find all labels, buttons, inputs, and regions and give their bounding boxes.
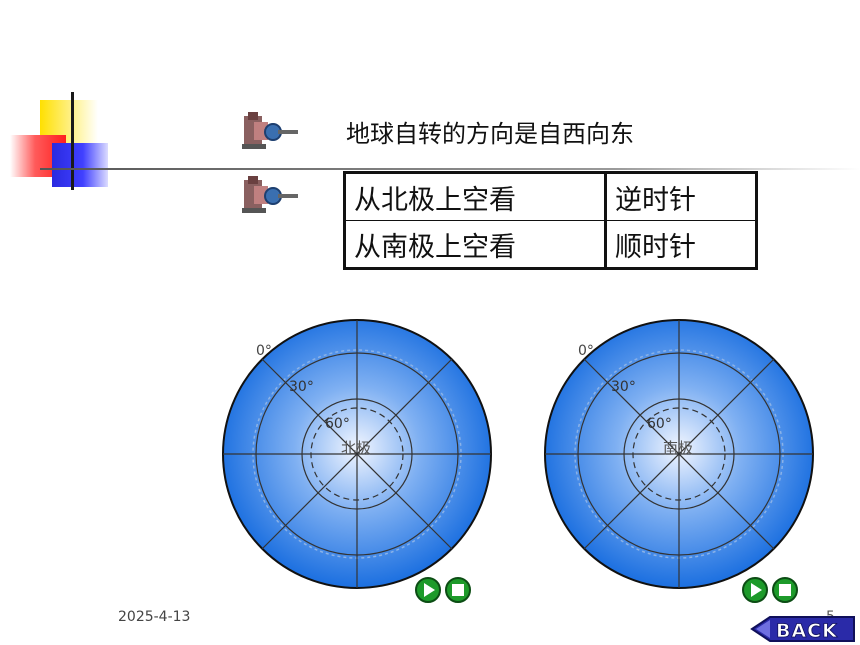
pole-label: 南极 (663, 439, 693, 457)
rotation-direction-table: 从北极上空看 逆时针 从南极上空看 顺时针 (343, 171, 758, 270)
back-button[interactable]: BACK (750, 614, 858, 644)
decor-blue-square (52, 143, 108, 187)
stop-icon[interactable] (772, 577, 798, 603)
bullet-gear-icon (242, 176, 298, 213)
table-row: 从北极上空看 逆时针 (344, 172, 757, 221)
north-pole-globe: 0° 30° 60° 北极 (222, 319, 492, 589)
direction-cell: 顺时针 (604, 220, 757, 269)
play-icon[interactable] (742, 577, 768, 603)
lat-label-0: 0° (578, 343, 594, 359)
view-cell: 从南极上空看 (344, 220, 606, 269)
lat-label-0: 0° (256, 343, 272, 359)
view-cell: 从北极上空看 (344, 172, 606, 221)
direction-cell: 逆时针 (604, 172, 757, 221)
back-button-label: BACK (776, 620, 838, 642)
globe1-controls (415, 577, 471, 603)
play-icon[interactable] (415, 577, 441, 603)
decor-horizontal-rule (40, 168, 860, 170)
lat-label-60: 60° (647, 416, 672, 432)
south-pole-globe: 0° 30° 60° 南极 (544, 319, 814, 589)
slide-heading: 地球自转的方向是自西向东 (346, 120, 634, 148)
pole-label: 北极 (341, 439, 371, 457)
slide-date: 2025-4-13 (118, 609, 191, 625)
bullet-gear-icon (242, 112, 298, 149)
lat-label-30: 30° (289, 379, 314, 395)
stop-icon[interactable] (445, 577, 471, 603)
lat-label-60: 60° (325, 416, 350, 432)
globe2-controls (742, 577, 798, 603)
decor-vertical-line (71, 92, 74, 190)
lat-label-30: 30° (611, 379, 636, 395)
table-row: 从南极上空看 顺时针 (344, 220, 757, 269)
